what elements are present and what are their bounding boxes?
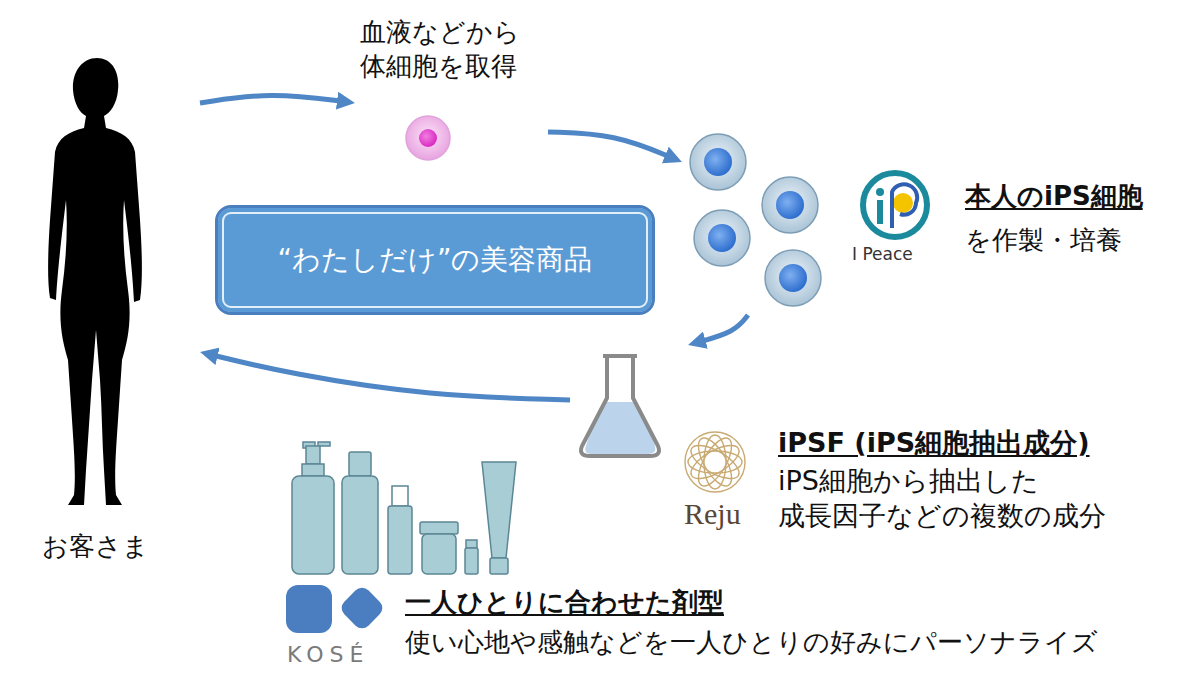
flow-arrow: [696, 315, 748, 343]
ipeace-logo-part: [877, 200, 883, 224]
cosmetic-bottles-part: [466, 540, 477, 548]
ips-cells-part: [708, 224, 736, 252]
flask: [581, 356, 659, 456]
reju-logo-part: [686, 439, 744, 485]
ips-cells-part: [694, 210, 750, 266]
cosmetic-bottles-part: [342, 476, 378, 574]
somatic-cell: [406, 116, 450, 160]
cosmetic-bottles: [292, 442, 516, 574]
ips-cells: [690, 134, 821, 306]
cell-sampling-node: 血液などから 体細胞を取得: [355, 12, 548, 167]
cosmetic-bottles-part: [392, 486, 408, 506]
cosmetic-bottles-part: [292, 476, 334, 574]
kose-logo: [286, 584, 386, 633]
ipeace-logo-part: [893, 193, 913, 213]
cosmetic-bottles-part: [482, 462, 516, 558]
node-heading: iPSF (iPS細胞抽出成分): [778, 425, 1090, 460]
reju-wordmark: Reju: [684, 496, 741, 532]
reju-logo-part: [692, 433, 738, 491]
formulation-node: 一人ひとりに合わせた剤型使い心地や感触などを一人ひとりの好みにパーソナライズ: [280, 582, 1125, 677]
node-body: 使い心地や感触などを一人ひとりの好みにパーソナライズ: [405, 626, 1098, 660]
node-heading: “わたしだけ”の美容商品: [277, 242, 592, 278]
reju-logo: [685, 432, 745, 492]
ips-cells-part: [765, 250, 821, 306]
flask-part: [581, 356, 659, 456]
node-heading: 本人のiPS細胞: [965, 180, 1143, 214]
node-heading: 血液などから 体細胞を取得: [360, 16, 542, 84]
node-heading: 一人ひとりに合わせた剤型: [405, 586, 724, 620]
reju-logo-part: [692, 433, 738, 491]
ips-cells-part: [690, 134, 746, 190]
ips-cells-part: [779, 264, 807, 292]
cosmetic-bottles-part: [420, 522, 458, 534]
ipeace-logo-part: [892, 184, 917, 228]
node-body: を作製・培養: [965, 224, 1122, 258]
kose-logo-part: [286, 585, 332, 633]
ipeace-logo-part: [876, 188, 884, 196]
kose-wordmark: KOSÉ: [287, 642, 369, 668]
ipeace-logo-part: [863, 173, 927, 237]
cosmetic-bottles-part: [422, 534, 456, 574]
cosmetic-bottles-part: [490, 558, 508, 574]
customer-node: お客さま: [20, 40, 200, 575]
cosmetic-bottles-part: [388, 506, 412, 574]
product-box: “わたしだけ”の美容商品: [215, 205, 655, 315]
ipeace-logo: [863, 173, 927, 237]
flow-arrow: [208, 354, 570, 400]
customer-silhouette: [48, 58, 142, 505]
reju-logo-part: [685, 432, 745, 492]
ips-cells-part: [762, 177, 818, 233]
flow-arrow: [200, 95, 347, 103]
cosmetic-bottles-part: [306, 446, 320, 464]
reju-logo-part: [686, 439, 744, 485]
node-body: iPS細胞から抽出した 成長因子などの複数の成分: [778, 463, 1129, 533]
flask-part: [585, 402, 655, 454]
flow-arrow: [548, 132, 675, 159]
ips-cells-part: [704, 148, 732, 176]
cosmetic-bottles-part: [302, 464, 324, 476]
somatic-cell-part: [419, 129, 437, 147]
ipsf-node: iPSF (iPS細胞抽出成分)iPS細胞から抽出した 成長因子などの複数の成分: [570, 345, 1160, 540]
kose-logo-part: [338, 584, 386, 632]
customer-silhouette-part: [48, 58, 142, 505]
cosmetic-bottles-part: [465, 548, 478, 574]
node-heading: お客さま: [42, 530, 149, 564]
ips-cell-node: 本人のiPS細胞を作製・培養: [682, 128, 1192, 315]
cosmetic-bottles-part: [349, 452, 371, 476]
ips-cells-part: [776, 191, 804, 219]
ipeace-wordmark: I Peace: [852, 244, 913, 264]
somatic-cell-part: [406, 116, 450, 160]
